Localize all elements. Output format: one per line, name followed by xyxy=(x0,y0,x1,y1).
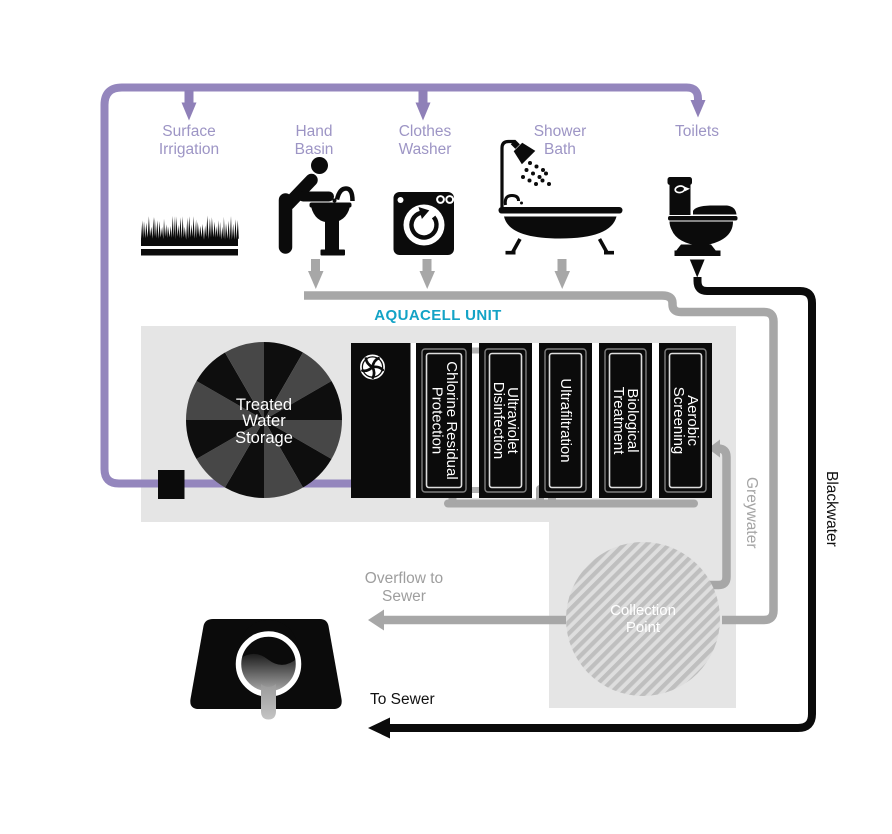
svg-text:Disinfection: Disinfection xyxy=(490,382,507,460)
svg-text:Screening: Screening xyxy=(670,387,687,455)
svg-text:Ultraviolet: Ultraviolet xyxy=(504,387,521,455)
svg-text:Protection: Protection xyxy=(428,387,445,455)
svg-text:Biological: Biological xyxy=(624,388,641,452)
svg-text:Aerobic: Aerobic xyxy=(684,395,701,446)
svg-text:Treatment: Treatment xyxy=(610,387,627,456)
svg-text:Chlorine Residual: Chlorine Residual xyxy=(443,361,460,479)
svg-text:Ultrafiltration: Ultrafiltration xyxy=(557,378,574,462)
